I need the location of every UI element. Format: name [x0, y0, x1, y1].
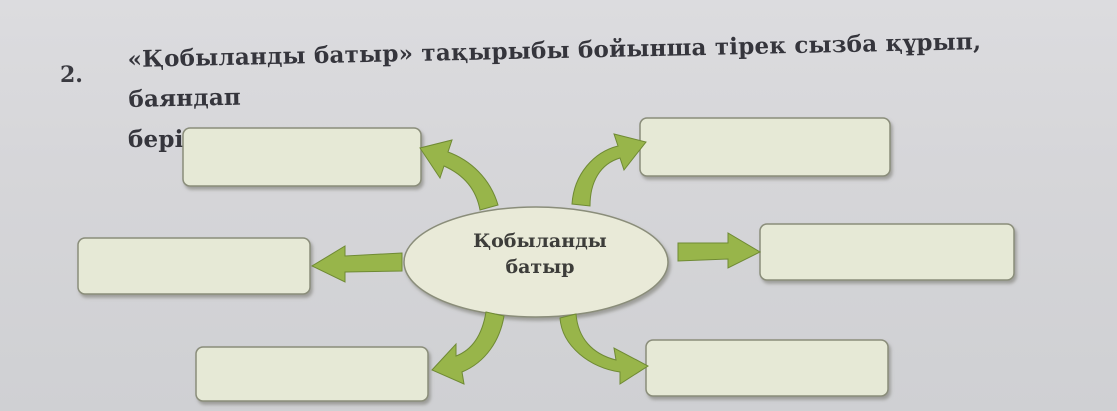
answer-box-mid-right[interactable] [759, 223, 1015, 281]
answer-box-top-right[interactable] [639, 117, 891, 177]
center-label: Қобыланды батыр [420, 228, 660, 280]
answer-box-mid-left[interactable] [77, 237, 311, 295]
answer-box-top-left[interactable] [182, 127, 422, 187]
task-number: 2. [60, 62, 83, 88]
arrow-top-right [571, 133, 647, 207]
arrow-mid-right [677, 232, 762, 269]
arrow-mid-left [310, 245, 403, 283]
center-label-line1: Қобыланды [473, 230, 607, 252]
answer-box-bottom-right[interactable] [645, 339, 889, 397]
arrow-bottom-left [431, 311, 505, 385]
center-label-line2: батыр [505, 256, 575, 278]
arrow-bottom-right [559, 313, 649, 385]
answer-box-bottom-left[interactable] [195, 346, 429, 402]
center-ellipse [403, 206, 669, 318]
arrow-top-left [419, 139, 499, 211]
